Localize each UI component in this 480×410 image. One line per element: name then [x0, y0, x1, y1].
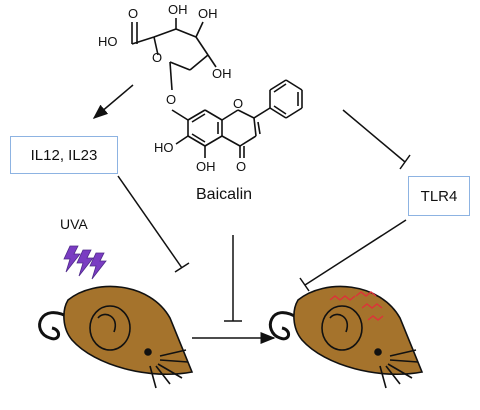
- inhibit-cytokines-to-wrinkle: [117, 175, 190, 273]
- wrinkle-marks: [329, 291, 384, 321]
- baicalin-structure: [131, 18, 303, 158]
- inhibit-baicalin-to-wrinkle: [224, 235, 242, 322]
- atom-label-chromone-o: O: [233, 96, 243, 111]
- glucuronide-ring: [131, 18, 217, 121]
- mouse-uva-exposed: [38, 285, 194, 389]
- mouse-wrinkled: [268, 285, 424, 389]
- inhibit-tlr4-to-wrinkle: [299, 219, 407, 292]
- inhibit-baicalin-to-tlr4: [342, 109, 411, 170]
- chromone-c-ring: [221, 107, 271, 158]
- cytokines-box: IL12, IL23: [10, 136, 118, 174]
- atom-label-ring-o: O: [152, 50, 162, 65]
- chromone-a-ring: [175, 109, 223, 158]
- uva-lightning-icon: [63, 245, 107, 280]
- atom-label-linker-o: O: [166, 92, 176, 107]
- atom-label-oh-top2: OH: [198, 6, 218, 21]
- atom-label-oh-top1: OH: [168, 2, 188, 17]
- phenyl-ring: [269, 79, 303, 119]
- arrow-baicalin-to-cytokines: [92, 84, 134, 119]
- atom-label-ho-left: HO: [154, 140, 174, 155]
- tlr4-box: TLR4: [408, 176, 470, 216]
- atom-label-o-carboxyl: O: [128, 6, 138, 21]
- atom-label-keto-o: O: [236, 159, 246, 174]
- uva-label: UVA: [60, 216, 88, 232]
- atom-label-oh-bottom: OH: [196, 159, 216, 174]
- atom-label-oh-right: OH: [212, 66, 232, 81]
- tlr4-label: TLR4: [420, 187, 458, 205]
- atom-label-ho-carboxyl: HO: [98, 34, 118, 49]
- cytokines-label: IL12, IL23: [30, 146, 98, 164]
- compound-name-label: Baicalin: [196, 186, 253, 203]
